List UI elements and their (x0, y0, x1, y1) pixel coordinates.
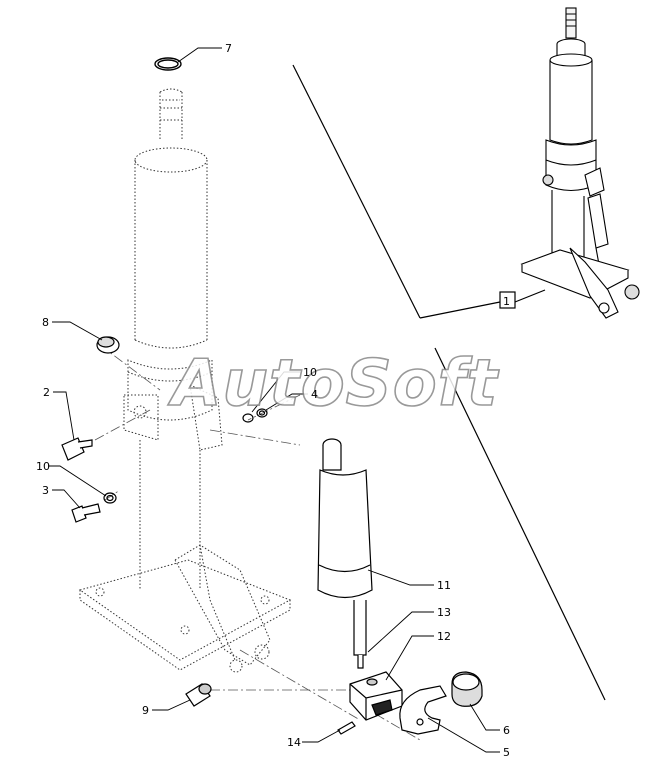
callout-6: 6 (503, 724, 510, 737)
inset-divider-lines (292, 64, 606, 701)
part-10-washer-left (103, 492, 117, 504)
part-3-bolt (71, 503, 101, 523)
part-5-clip (399, 685, 447, 735)
part-12-block (349, 671, 403, 721)
callout-9: 9 (142, 704, 149, 717)
inset-assembled-column (520, 7, 640, 319)
callout-10-lower: 10 (36, 460, 50, 473)
part-7-snap-ring (154, 57, 182, 71)
callout-4: 4 (311, 388, 318, 401)
callout-13: 13 (437, 606, 451, 619)
part-2-knob-bolt (61, 437, 93, 461)
part-10-4-washers (242, 408, 268, 423)
part-14-pin (337, 721, 356, 735)
callout-11: 11 (437, 579, 451, 592)
callout-2: 2 (43, 386, 50, 399)
callout-3: 3 (42, 484, 49, 497)
callout-8: 8 (42, 316, 49, 329)
steering-column-exploded (78, 88, 292, 673)
part-11-gas-spring (317, 438, 373, 669)
callout-12: 12 (437, 630, 451, 643)
callout-14: 14 (287, 736, 301, 749)
part-6-bushing (451, 671, 483, 707)
callout-7: 7 (225, 42, 232, 55)
callout-box-1 (499, 291, 516, 309)
callout-1: 1 (503, 295, 510, 308)
callout-10-upper: 10 (303, 366, 317, 379)
callout-5: 5 (503, 746, 510, 759)
part-9-socket-bolt (185, 683, 212, 707)
watermark: AutoSoft (167, 347, 500, 421)
leader-lines (48, 47, 500, 753)
